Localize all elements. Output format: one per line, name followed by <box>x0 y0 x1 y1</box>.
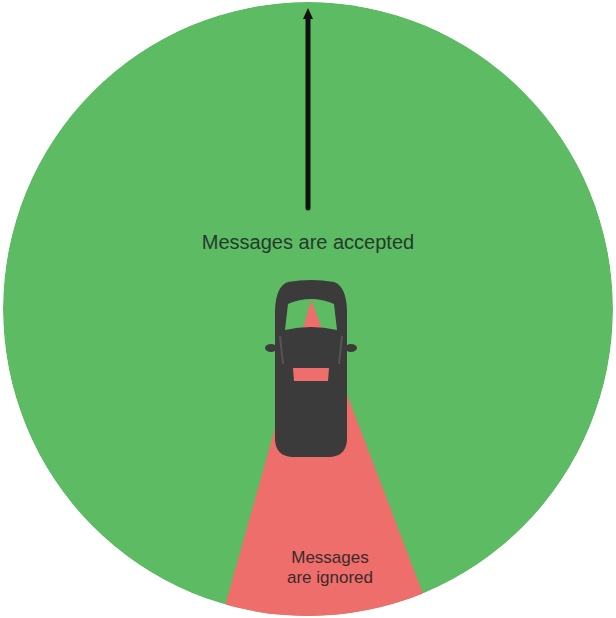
car-illustration <box>266 280 356 460</box>
car-side-window <box>280 336 342 364</box>
accepted-region: Messages are accepted Messages are ignor… <box>3 2 613 616</box>
region-label: Messages are accepted <box>3 230 613 254</box>
ignored-region: Messages are ignored <box>200 290 440 616</box>
region-label: Messages are ignored <box>282 548 378 588</box>
arrow-head <box>303 8 313 19</box>
arrow-shaft <box>306 18 311 208</box>
car-body <box>275 280 347 457</box>
direction-arrow <box>3 2 613 222</box>
